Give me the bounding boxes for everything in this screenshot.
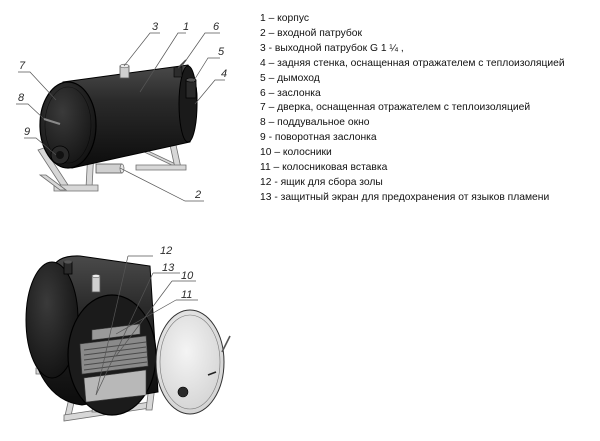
legend-item: 5 – дымоход bbox=[260, 72, 320, 84]
open-door bbox=[155, 309, 231, 415]
legend-item: 13 - защитный экран для предохранения от… bbox=[260, 191, 550, 203]
callouts-bottom: 12 13 10 11 bbox=[160, 245, 194, 301]
rear-stand bbox=[135, 144, 187, 171]
callout-3: 3 bbox=[152, 21, 159, 33]
boiler-open: 12 13 10 11 bbox=[25, 245, 231, 422]
front-stand bbox=[37, 147, 99, 192]
legend-item: 12 - ящик для сбора золы bbox=[260, 176, 383, 188]
grate bbox=[79, 335, 149, 375]
legend-item: 11 – колосниковая вставка bbox=[260, 162, 388, 174]
ash-box bbox=[83, 369, 147, 403]
parts-legend: 1 – корпус 2 – входной патрубок 3 - выхо… bbox=[260, 12, 565, 206]
callout-2: 2 bbox=[194, 189, 201, 201]
legend-item: 7 – дверка, оснащенная отражателем с теп… bbox=[260, 102, 531, 114]
callout-12: 12 bbox=[160, 245, 172, 257]
grate-insert bbox=[91, 323, 141, 341]
boiler-assembled: 3 1 6 7 5 4 8 9 2 bbox=[16, 21, 227, 202]
legend-item: 4 – задняя стенка, оснащенная отражателе… bbox=[260, 57, 565, 69]
callouts-top: 3 1 6 7 5 4 8 9 2 bbox=[18, 21, 227, 201]
chimney bbox=[185, 77, 197, 99]
callout-9: 9 bbox=[24, 126, 30, 138]
leader-lines-bottom bbox=[95, 255, 198, 396]
legend-item: 3 - выходной патрубок G 1 ¼ , bbox=[260, 42, 404, 54]
open-chimney bbox=[63, 260, 73, 275]
callout-4: 4 bbox=[221, 68, 227, 80]
callout-6: 6 bbox=[213, 21, 220, 33]
front-door bbox=[39, 81, 97, 169]
legend-item: 10 – колосники bbox=[260, 147, 332, 159]
callout-5: 5 bbox=[218, 46, 225, 58]
callout-11: 11 bbox=[181, 289, 192, 301]
legend-item: 1 – корпус bbox=[260, 13, 310, 24]
callout-13: 13 bbox=[162, 262, 175, 274]
damper bbox=[173, 59, 187, 78]
open-outlet-pipe bbox=[91, 274, 101, 293]
legend-item: 6 – заслонка bbox=[260, 87, 321, 99]
callout-1: 1 bbox=[183, 21, 189, 33]
callout-7: 7 bbox=[19, 60, 26, 72]
callout-10: 10 bbox=[181, 270, 194, 282]
leader-lines-top bbox=[16, 32, 225, 202]
rear-wall bbox=[178, 65, 198, 143]
callout-8: 8 bbox=[18, 92, 25, 104]
rotary-damper bbox=[50, 145, 70, 165]
legend-item: 8 – поддувальное окно bbox=[260, 117, 370, 129]
door-handle bbox=[43, 118, 61, 125]
legend-item: 2 – входной патрубок bbox=[260, 27, 363, 39]
outlet-pipe bbox=[119, 63, 130, 79]
inlet-pipe bbox=[95, 163, 125, 174]
legend-item: 9 - поворотная заслонка bbox=[260, 132, 377, 144]
